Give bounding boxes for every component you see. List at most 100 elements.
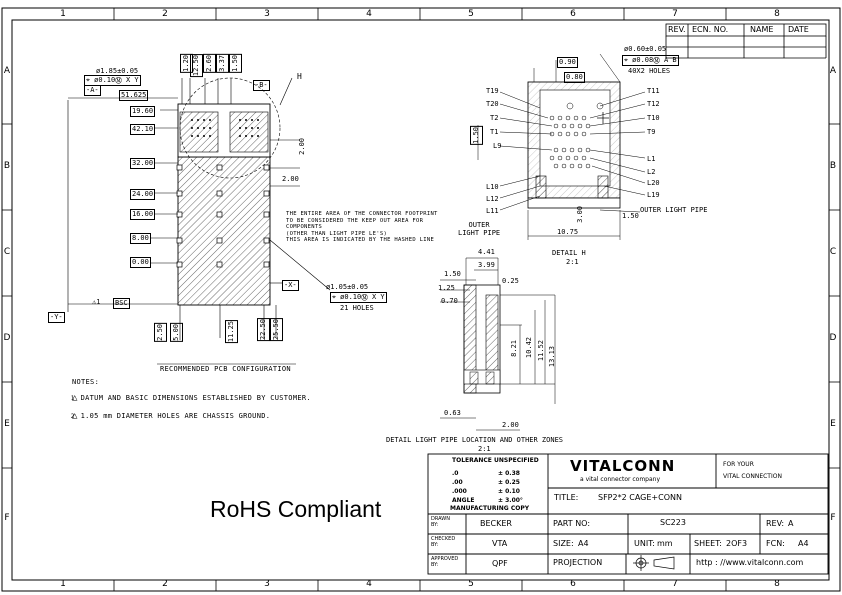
- dim-left-51625: 51.625: [119, 90, 149, 101]
- tol-val-2: ± 0.25: [498, 479, 520, 486]
- dim-right-200: 2.00: [298, 138, 306, 155]
- size-label: SIZE:: [553, 539, 574, 548]
- dim-left-2400: 24.00: [130, 189, 156, 200]
- zone-row-f: F: [4, 513, 10, 523]
- title-value: SFP2*2 CAGE+CONN: [598, 493, 682, 502]
- lp-dim-025: 0.25: [502, 277, 519, 285]
- detail-h-hole-spec: ø0.60±0.05: [624, 45, 667, 53]
- zone-col-6-bottom: 6: [570, 579, 576, 589]
- zone-ticks: [2, 8, 840, 591]
- zone-col-5: 5: [468, 9, 474, 19]
- tol-val-1: ± 0.38: [498, 470, 520, 477]
- detail-h-scale: 2:1: [566, 258, 579, 266]
- small-hole-tolerance-frame: ⌖ ø0.10Ⓜ X Y: [330, 292, 387, 303]
- for-your: FOR YOUR: [723, 461, 754, 468]
- detail-h-circle: [179, 77, 281, 179]
- label-l10: L10: [486, 183, 499, 191]
- tol-key-4: ANGLE: [452, 497, 475, 504]
- rev-header: REV.: [668, 25, 686, 34]
- detail-h-hole-count: 40X2 HOLES: [628, 67, 671, 75]
- label-l20: L20: [647, 179, 660, 187]
- outer-light-pipe-left: OUTER LIGHT PIPE: [458, 221, 501, 237]
- note-2-text: 1.05 mm DIAMETER HOLES ARE CHASSIS GROUN…: [80, 412, 271, 420]
- label-l2: L2: [647, 168, 656, 176]
- hatched-footprint: [177, 156, 271, 306]
- small-hole-datum-ref: X Y: [372, 293, 385, 301]
- detail-h-dim-width: 10.75: [557, 228, 579, 236]
- notes-title: NOTES:: [72, 378, 100, 386]
- small-hole-tolerance: ø0.10Ⓜ: [340, 293, 368, 301]
- zone-row-c: C: [3, 247, 11, 257]
- hole-spec: ø1.85±0.05: [96, 67, 139, 75]
- detail-h-tolerance-frame: ⌖ ø0.08Ⓜ A B: [622, 55, 679, 66]
- dim-bottom-500: 5.00: [170, 323, 183, 342]
- lp-dim-1152: 11.52: [537, 340, 545, 362]
- title-label: TITLE:: [554, 493, 579, 502]
- dim-bottom-2550: 25.50: [270, 318, 283, 342]
- small-hole-spec: ø1.05±0.05: [326, 283, 369, 291]
- ground-holes: [176, 164, 270, 268]
- note-2-triangle: △: [72, 411, 78, 421]
- detail-h-caption: DETAIL H: [552, 249, 586, 257]
- zone-col-3: 3: [264, 9, 270, 19]
- datum-a: -A-: [84, 85, 101, 96]
- note-2-number: 2: [70, 413, 75, 420]
- dim-right-200-b: 2.00: [282, 175, 299, 183]
- sheet-label: SHEET:: [694, 539, 722, 548]
- zone-row-e-right: E: [830, 419, 836, 429]
- zone-col-5-bottom: 5: [468, 579, 474, 589]
- lp-dim-399: 3.99: [478, 261, 495, 269]
- inner-border: [11, 19, 830, 581]
- lp-dim-125: 1.25: [438, 284, 455, 292]
- note-1-number: 1: [70, 395, 75, 402]
- detail-light-pipe-view: [440, 257, 556, 431]
- zone-row-f-right: F: [830, 513, 836, 523]
- dim-top-2: 12.50: [190, 54, 203, 78]
- label-t20: T20: [486, 100, 499, 108]
- rev-label: REV:: [766, 519, 785, 528]
- manufacturing-copy: MANUFACTURING COPY: [450, 505, 530, 512]
- unit-value: mm: [657, 539, 673, 548]
- dim-left-3200: 32.00: [130, 158, 156, 169]
- name-header: NAME: [750, 25, 774, 34]
- vitalconn-tagline: a vital connector company: [580, 476, 661, 483]
- detail-h-dim-080: 0.80: [564, 72, 585, 83]
- datum-y: -Y-: [48, 312, 65, 323]
- zone-col-4: 4: [366, 9, 372, 19]
- label-t1: T1: [490, 128, 499, 136]
- vital-connection: VITAL CONNECTION: [723, 473, 782, 480]
- lp-dim-1313: 13.13: [548, 346, 556, 368]
- detail-h-datum-ref: A B: [664, 56, 677, 64]
- unit-label: UNIT:: [634, 539, 655, 548]
- pcb-configuration-caption: RECOMMENDED PCB CONFIGURATION: [160, 365, 291, 373]
- dim-left-800: 8.00: [130, 233, 151, 244]
- zone-row-a: A: [3, 66, 11, 76]
- zone-col-1: 1: [60, 9, 66, 19]
- approved-by-value: QPF: [492, 559, 508, 568]
- dim-top-5: 1.50: [229, 54, 242, 73]
- zone-row-b: B: [3, 161, 11, 171]
- zone-col-2-bottom: 2: [162, 579, 168, 589]
- dim-bottom-250: 2.50: [154, 323, 167, 342]
- detail-h-dim-left: 1.50: [470, 126, 483, 145]
- small-hole-count: 21 HOLES: [340, 304, 374, 312]
- vitalconn-logo: VITALCONN: [570, 457, 676, 475]
- datum-x: -X-: [282, 280, 299, 291]
- detail-h-dim-right: 1.50: [622, 212, 639, 220]
- zone-row-e: E: [4, 419, 10, 429]
- tol-key-1: .0: [452, 470, 459, 477]
- zone-col-4-bottom: 4: [366, 579, 372, 589]
- rev-value: A: [788, 519, 794, 528]
- dim-left-000: 0.00: [130, 257, 151, 268]
- dim-top-3: 2.60: [203, 54, 216, 73]
- approved-by-label: APPROVED BY:: [431, 556, 459, 568]
- fcn-value: A4: [798, 539, 809, 548]
- dim-left-4210: 42.10: [130, 124, 156, 135]
- label-t11: T11: [647, 87, 660, 95]
- zone-row-c-right: C: [829, 247, 837, 257]
- keepout-note: THE ENTIRE AREA OF THE CONNECTOR FOOTPRI…: [286, 211, 438, 244]
- rohs-compliant-label: RoHS Compliant: [210, 496, 382, 522]
- label-t19: T19: [486, 87, 499, 95]
- label-l1: L1: [647, 155, 656, 163]
- detail-h-view: [477, 53, 646, 240]
